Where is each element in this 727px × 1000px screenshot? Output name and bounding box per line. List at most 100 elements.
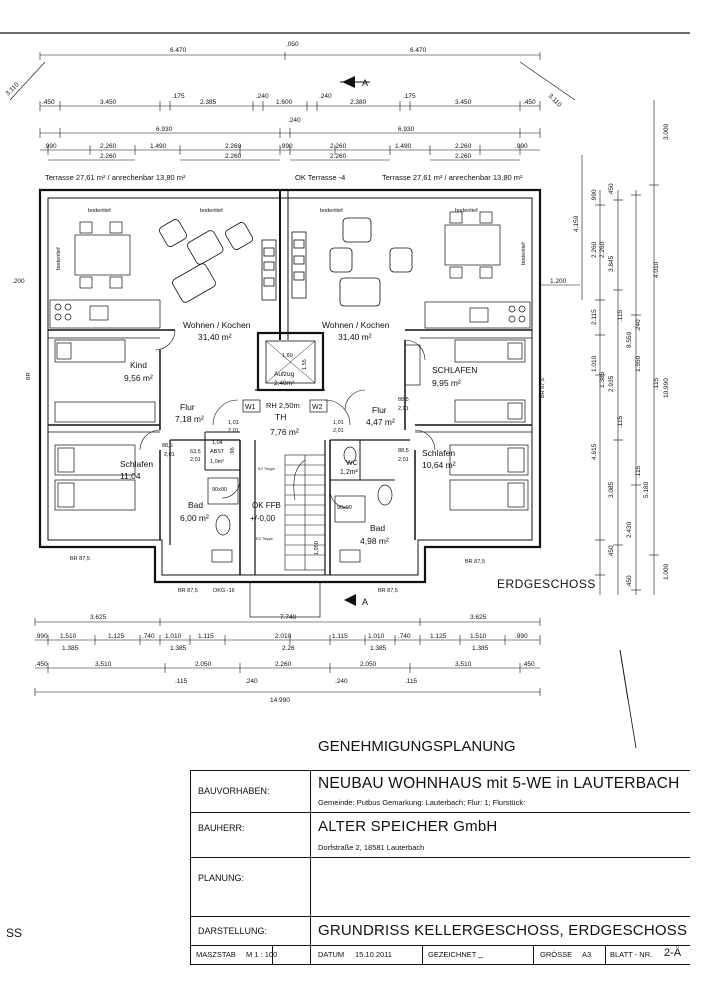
datum-label: DATUM: [318, 950, 345, 959]
terrace-left-label: Terrasse 27,61 m² / anrechenbar 13,80 m²: [45, 173, 186, 182]
svg-text:1.600: 1.600: [276, 99, 293, 106]
svg-text:6.930: 6.930: [156, 126, 173, 133]
svg-text:3.110: 3.110: [4, 81, 20, 97]
svg-text:3.110: 3.110: [547, 92, 563, 108]
svg-text:BR 87,5: BR 87,5: [70, 556, 90, 562]
svg-text:2.260: 2.260: [330, 153, 347, 160]
svg-text:2.260: 2.260: [100, 153, 117, 160]
svg-text:.990: .990: [280, 143, 293, 150]
blatt-value: 2-Ä: [664, 947, 682, 959]
svg-text:5.180: 5.180: [643, 481, 650, 498]
svg-text:.450: .450: [35, 661, 48, 668]
svg-text:1.385: 1.385: [62, 645, 79, 652]
svg-text:2.050: 2.050: [195, 661, 212, 668]
svg-text:.175: .175: [403, 93, 416, 100]
floor-label: ERDGESCHOSS: [497, 577, 596, 591]
svg-text:.240: .240: [335, 678, 348, 685]
svg-text:3.450: 3.450: [100, 99, 117, 106]
svg-text:bodentief: bodentief: [88, 208, 111, 214]
svg-text:2.26: 2.26: [282, 645, 295, 652]
svg-text:9,95 m²: 9,95 m²: [432, 378, 461, 388]
svg-text:3.845: 3.845: [608, 255, 615, 272]
bauherr-sub: Dorfstraße 2, 18581 Lauterbach: [318, 843, 425, 852]
svg-text:2.260: 2.260: [225, 153, 242, 160]
svg-text:1.010: 1.010: [591, 355, 598, 372]
svg-text:BR 87,5: BR 87,5: [540, 378, 546, 398]
svg-text:Wohnen / Kochen: Wohnen / Kochen: [183, 320, 251, 330]
groesse-label: GRÖSSE: [540, 950, 573, 959]
svg-text:Bad: Bad: [188, 500, 203, 510]
left-fragment: SS: [6, 926, 23, 940]
svg-text:.96: .96: [230, 447, 236, 455]
svg-text:6.930: 6.930: [398, 126, 415, 133]
bottom-dimension-labels: 3.625 7.740 3.625 .990 1.510 1.125 .740 …: [35, 614, 535, 704]
svg-text:90x90: 90x90: [212, 487, 227, 493]
svg-text:2,01: 2,01: [398, 457, 409, 463]
svg-text:2,01: 2,01: [398, 406, 409, 412]
svg-text:.450: .450: [522, 661, 535, 668]
title-heading: GENEHMIGUNGSPLANUNG: [318, 738, 516, 755]
svg-text:.115: .115: [405, 678, 418, 685]
right-dimension-labels: 3.000 4.150 4.010 10.990 1.000 .990 .450…: [12, 123, 670, 588]
svg-text:.115: .115: [175, 678, 188, 685]
svg-text:BR 87,5: BR 87,5: [465, 559, 485, 565]
svg-text:4.010: 4.010: [653, 261, 660, 278]
svg-text:2.380: 2.380: [350, 99, 367, 106]
svg-text:.990: .990: [515, 633, 528, 640]
svg-text:.450: .450: [608, 545, 615, 558]
kitchen-right: [424, 301, 531, 329]
svg-text:88,5: 88,5: [398, 397, 409, 403]
svg-text:Flur: Flur: [180, 402, 195, 412]
svg-text:4,98 m²: 4,98 m²: [360, 536, 389, 546]
svg-text:8.550: 8.550: [626, 331, 633, 348]
svg-text:1.385: 1.385: [472, 645, 489, 652]
svg-text:2,01: 2,01: [190, 457, 201, 463]
planung-label: PLANUNG:: [198, 873, 245, 883]
svg-text:4.615: 4.615: [591, 443, 598, 460]
svg-text:2.260: 2.260: [100, 143, 117, 150]
svg-text:1.510: 1.510: [470, 633, 487, 640]
svg-text:2.260: 2.260: [599, 241, 606, 258]
svg-text:1,01: 1,01: [333, 420, 344, 426]
svg-text:2,48m²: 2,48m²: [274, 380, 295, 387]
svg-text:OKG -16: OKG -16: [213, 588, 235, 594]
svg-text:Schlafen: Schlafen: [422, 448, 455, 458]
svg-text:3.000: 3.000: [663, 123, 670, 140]
svg-text:10,64 m²: 10,64 m²: [422, 460, 456, 470]
svg-text:1,55: 1,55: [302, 359, 308, 370]
svg-text:.740: .740: [142, 633, 155, 640]
svg-text:2.385: 2.385: [200, 99, 217, 106]
svg-text:1,2m²: 1,2m²: [340, 469, 359, 476]
svg-text:.115: .115: [617, 309, 624, 322]
svg-text:.990: .990: [591, 189, 598, 202]
massstab-value: M 1 : 100: [246, 950, 278, 959]
svg-text:.115: .115: [617, 415, 624, 428]
svg-text:4.150: 4.150: [573, 215, 580, 232]
svg-text:SCHLAFEN: SCHLAFEN: [432, 365, 477, 375]
svg-text:BR 87,5: BR 87,5: [378, 588, 398, 594]
svg-text:2.430: 2.430: [626, 521, 633, 538]
svg-text:14.990: 14.990: [270, 697, 290, 704]
svg-text:1.550: 1.550: [635, 355, 642, 372]
svg-text:7,18 m²: 7,18 m²: [175, 414, 204, 424]
bauvorhaben-value: NEUBAU WOHNHAUS mit 5-WE in LAUTERBACH: [318, 775, 680, 792]
svg-text:63,5: 63,5: [190, 449, 201, 455]
dining-table-right: [444, 211, 501, 279]
darstellung-label: DARSTELLUNG:: [198, 926, 268, 936]
svg-text:3.510: 3.510: [95, 661, 112, 668]
svg-text:7,76 m²: 7,76 m²: [270, 427, 299, 437]
svg-text:6.470: 6.470: [410, 47, 427, 54]
kitchen-left: [49, 299, 161, 329]
svg-text:Wohnen / Kochen: Wohnen / Kochen: [322, 320, 390, 330]
svg-text:3.450: 3.450: [455, 99, 472, 106]
svg-text:2.115: 2.115: [591, 309, 598, 325]
svg-text:.740: .740: [398, 633, 411, 640]
svg-text:1.200: 1.200: [550, 278, 567, 285]
svg-text:88,5: 88,5: [398, 448, 409, 454]
svg-text:2.260: 2.260: [591, 241, 598, 258]
svg-text:RH 2,50m: RH 2,50m: [266, 401, 300, 410]
svg-text:EG Treppe: EG Treppe: [256, 537, 273, 541]
svg-text:Aufzug: Aufzug: [274, 371, 295, 378]
svg-text:1,050: 1,050: [314, 541, 320, 555]
